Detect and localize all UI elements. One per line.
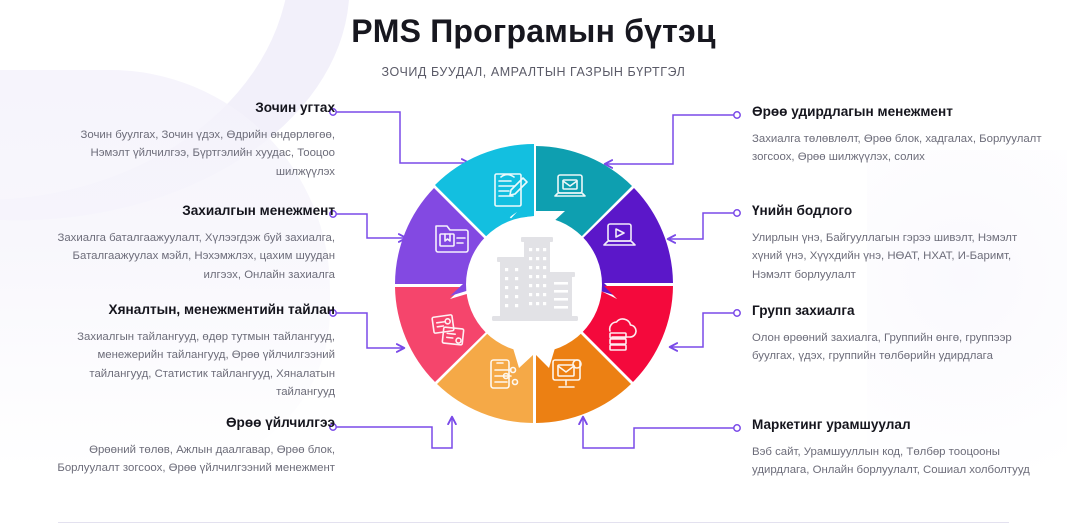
block-heading: Үнийн бодлого [752, 203, 853, 218]
hotel-building-icon [492, 237, 578, 321]
page-title: PMS Програмын бүтэц [351, 13, 716, 49]
cards-report-icon [431, 314, 465, 346]
block-heading: Захиалгын менежмент [182, 203, 335, 218]
block-body: Вэб сайт, Урамшууллын код, Төлбөр тооцоо… [752, 445, 1030, 477]
header: PMS Програмын бүтэц ЗОЧИД БУУДАЛ, АМРАЛТ… [0, 13, 1067, 79]
monitor-mail-icon [552, 359, 582, 388]
block-body: Зочин буулгах, Зочин үдэх, Өдрийн өндөрл… [80, 128, 335, 178]
block-heading: Өрөө үйлчилгээ [225, 415, 335, 430]
laptop-play-icon [603, 223, 636, 246]
block-body: Захиалга баталгаажуулалт, Хүлээгдэж буй … [57, 231, 335, 281]
laptop-mail-icon [554, 174, 586, 197]
block-heading: Хяналтын, менежментийн тайлан [108, 302, 335, 317]
block-pricing-policy: Үнийн бодлого Улирлын үнэ, Байгууллагын … [752, 203, 1042, 284]
segment-right-upper[interactable] [577, 188, 673, 296]
block-order-management: Захиалгын менежмент Захиалга баталгаажуу… [50, 203, 335, 284]
block-heading: Маркетинг урамшуулал [752, 417, 911, 432]
block-heading: Өрөө удирдлагын менежмент [752, 104, 953, 119]
bottom-divider [58, 522, 1009, 523]
segment-bottom-right[interactable] [536, 328, 631, 423]
block-body: Захиалгын тайлангууд, өдөр тутмын тайлан… [77, 330, 335, 399]
background-soft-right [867, 150, 1067, 470]
block-monitoring-reports: Хяналтын, менежментийн тайлан Захиалгын … [38, 302, 335, 402]
block-heading: Групп захиалга [752, 303, 855, 318]
page-subtitle: ЗОЧИД БУУДАЛ, АМРАЛТЫН ГАЗРЫН БҮРТГЭЛ [381, 64, 686, 79]
cloud-server-icon [608, 318, 637, 351]
segment-top-right[interactable] [536, 146, 632, 241]
block-guest-reception: Зочин угтах Зочин буулгах, Зочин үдэх, Ө… [50, 100, 335, 181]
block-room-service: Өрөө үйлчилгээ Өрөөний төлөв, Ажлын даал… [50, 415, 335, 478]
block-marketing-promotion: Маркетинг урамшуулал Вэб сайт, Урамшуулл… [752, 417, 1042, 480]
block-body: Олон өрөөний захиалга, Группийн өнгө, гр… [752, 331, 1012, 363]
block-group-booking: Групп захиалга Олон өрөөний захиалга, Гр… [752, 303, 1042, 366]
folder-bookmark-icon [435, 225, 469, 253]
block-body: Улирлын үнэ, Байгууллагын гэрээ шивэлт, … [752, 231, 1018, 281]
process-wheel [391, 142, 676, 427]
block-heading: Зочин угтах [255, 100, 335, 115]
segment-bottom-left[interactable] [437, 328, 533, 423]
segment-left-upper[interactable] [395, 188, 489, 296]
block-body: Өрөөний төлөв, Ажлын даалгавар, Өрөө бло… [57, 443, 335, 475]
mobile-settings-icon [490, 359, 519, 389]
registration-form-icon [494, 173, 528, 207]
block-body: Захиалга төлөвлөлт, Өрөө блок, хадгалах,… [752, 132, 1042, 164]
block-room-management: Өрөө удирдлагын менежмент Захиалга төлөв… [752, 104, 1042, 167]
